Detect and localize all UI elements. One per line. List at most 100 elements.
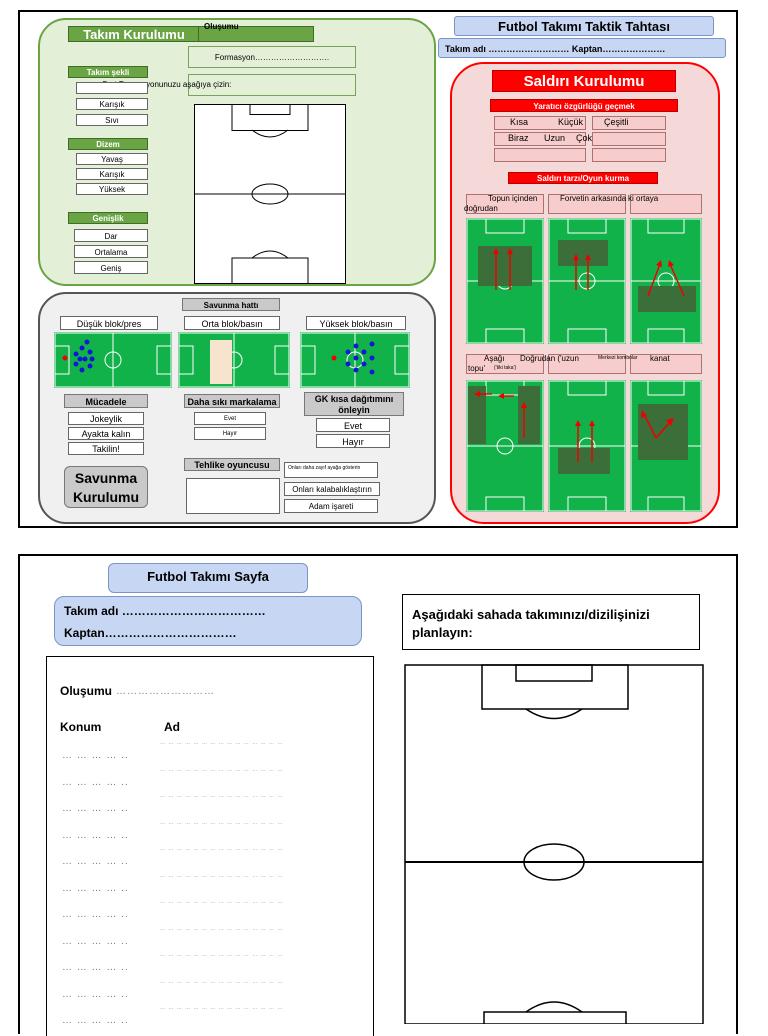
high-block-option[interactable]: Yüksek blok/basın [306, 316, 406, 330]
lineup-name-2[interactable]: … … … … … … … … … … … … … … … [160, 766, 284, 773]
gk-distribution-title: GK kısa dağıtımını önleyin [304, 392, 404, 416]
team-name-field[interactable]: Takım adı ……………………………… [64, 604, 266, 618]
creative-row1-box-a[interactable] [494, 116, 586, 130]
tackling-option-1[interactable]: Jokeylik [68, 412, 144, 425]
lineup-name-1[interactable]: … … … … … … … … … … … … … … … [160, 740, 284, 746]
tackling-option-2[interactable]: Ayakta kalın [68, 427, 144, 440]
team-setup-title: Takım Kurulumu [68, 26, 200, 42]
draw-prompt-box [188, 74, 356, 96]
width-title: Genişlik [68, 212, 148, 224]
width-option-2[interactable]: Ortalama [74, 245, 148, 258]
formation-small-label: Oluşumu [204, 22, 239, 31]
team-plan-pitch[interactable] [404, 664, 704, 1024]
creative-small: Küçük [558, 117, 584, 127]
formation-field[interactable]: Formasyon………………………. [188, 46, 356, 68]
danger-option-2[interactable]: Onları kalabalıklaştırın [284, 482, 380, 496]
tight-marking-title: Daha sıkı markalama [184, 394, 280, 408]
style-direct-long: Doğrudan ('uzun [520, 354, 579, 363]
style-box-3[interactable] [630, 194, 702, 214]
lineup-position-11[interactable]: … … … … .. [62, 1015, 129, 1026]
gk-option-no[interactable]: Hayır [316, 434, 390, 448]
board-title: Futbol Takımı Taktik Tahtası [454, 16, 714, 36]
shape-option-1[interactable] [76, 82, 148, 94]
style-box-4[interactable] [466, 354, 544, 374]
tempo-title: Dizem [68, 138, 148, 150]
lineup-position-10[interactable]: … … … … .. [62, 988, 129, 1000]
style-tiki-taka: ('tiki taka') [494, 365, 517, 371]
team-shape-title: Takım şekli [68, 66, 148, 78]
lineup-position-4[interactable]: … … … … .. [62, 829, 129, 841]
attack-pitch-4 [466, 380, 544, 512]
low-block-option[interactable]: Düşük blok/pres [60, 316, 158, 330]
creative-various: Çeşitli [604, 117, 629, 127]
shape-option-3[interactable]: Sıvı [76, 114, 148, 126]
team-sheet-page [18, 554, 738, 1034]
lineup-name-6[interactable]: … … … … … … … … … … … … … … … [160, 872, 284, 879]
lineup-name-5[interactable]: … … … … … … … … … … … … … … … [160, 846, 284, 852]
name-column-header: Ad [164, 720, 180, 734]
danger-option-3[interactable]: Adam işareti [284, 499, 378, 513]
tackling-option-3[interactable]: Takilin! [68, 442, 144, 455]
tight-marking-no[interactable]: Hayır [194, 427, 266, 440]
formation-dots[interactable]: ……………………… [116, 686, 215, 697]
defense-line-title: Savunma hattı [182, 298, 280, 311]
lineup-name-11[interactable]: … … … … … … … … … … … … … … … [160, 1005, 284, 1011]
lineup-position-6[interactable]: … … … … .. [62, 882, 129, 894]
creative-row2-box-b[interactable] [592, 132, 666, 146]
lineup-name-3[interactable]: … … … … … … … … … … … … … … … [160, 793, 284, 799]
tight-marking-yes[interactable]: Evet [194, 412, 266, 425]
team-sheet-title: Futbol Takımı Sayfa [108, 563, 308, 593]
danger-player-notes[interactable] [186, 478, 280, 514]
creative-row3-box-b[interactable] [592, 148, 666, 162]
attack-pitch-2 [548, 218, 626, 344]
gk-option-yes[interactable]: Evet [316, 418, 390, 432]
attack-style-title: Saldırı tarzı/Oyun kurma [508, 172, 658, 184]
tackling-title: Mücadele [64, 394, 148, 408]
creative-some: Biraz [508, 133, 529, 143]
style-box-1[interactable] [466, 194, 544, 214]
mid-block-pitch [178, 332, 290, 388]
low-block-pitch [54, 332, 172, 388]
style-wing: kanat [650, 354, 670, 363]
formation-label: Oluşumu [60, 684, 113, 698]
mid-block-option[interactable]: Orta blok/basın [184, 316, 280, 330]
defense-setup-title: Savunma Kurulumu [64, 466, 148, 508]
team-name-captain-line[interactable]: Takım adı ……………………… Kaptan………………… [438, 38, 726, 58]
creative-freedom-title: Yaratıcı özgürlüğü geçmek [490, 99, 678, 112]
danger-option-1[interactable]: Onları daha zayıf ayağa gösterin [284, 462, 378, 478]
lineup-name-10[interactable]: … … … … … … … … … … … … … … … [160, 978, 284, 985]
captain-field[interactable]: Kaptan…………………………… [64, 626, 237, 640]
lineup-position-5[interactable]: … … … … .. [62, 856, 129, 867]
lineup-position-8[interactable]: … … … … .. [62, 935, 129, 947]
lineup-name-4[interactable]: … … … … … … … … … … … … … … … [160, 819, 284, 826]
style-box-2[interactable] [548, 194, 626, 214]
width-option-3[interactable]: Geniş [74, 261, 148, 274]
tempo-option-3[interactable]: Yüksek [76, 183, 148, 195]
lineup-name-8[interactable]: … … … … … … … … … … … … … … … [160, 925, 284, 932]
lineup-position-3[interactable]: … … … … .. [62, 803, 129, 814]
lineup-position-1[interactable]: … … … … .. [62, 750, 129, 761]
formation-draw-pitch[interactable] [194, 104, 346, 284]
creative-row2-box-a[interactable] [494, 132, 586, 146]
lineup-position-9[interactable]: … … … … .. [62, 962, 129, 973]
style-central-combos: Merkezi kombolar [598, 355, 638, 361]
plan-prompt: Aşağıdaki sahada takımınızı/dizilişinizi… [412, 607, 650, 640]
lineup-name-9[interactable]: … … … … … … … … … … … … … … … [160, 952, 284, 958]
position-column-header: Konum [60, 720, 102, 734]
high-block-pitch [300, 332, 410, 388]
tempo-option-1[interactable]: Yavaş [76, 153, 148, 165]
style-box-5[interactable] [548, 354, 626, 374]
creative-row3-box-a[interactable] [494, 148, 586, 162]
width-option-1[interactable]: Dar [74, 229, 148, 242]
style-down: Aşağı [484, 354, 505, 363]
lineup-position-7[interactable]: … … … … .. [62, 909, 129, 920]
creative-many: Çok [576, 133, 593, 143]
attack-pitch-1 [466, 218, 544, 344]
shape-option-2[interactable]: Karışık [76, 98, 148, 110]
style-box-6[interactable] [630, 354, 702, 374]
tempo-option-2[interactable]: Karışık [76, 168, 148, 180]
creative-row1-box-b[interactable] [592, 116, 666, 130]
tactics-board-page [18, 10, 738, 528]
lineup-name-7[interactable]: … … … … … … … … … … … … … … … [160, 899, 284, 905]
lineup-position-2[interactable]: … … … … .. [62, 776, 129, 788]
